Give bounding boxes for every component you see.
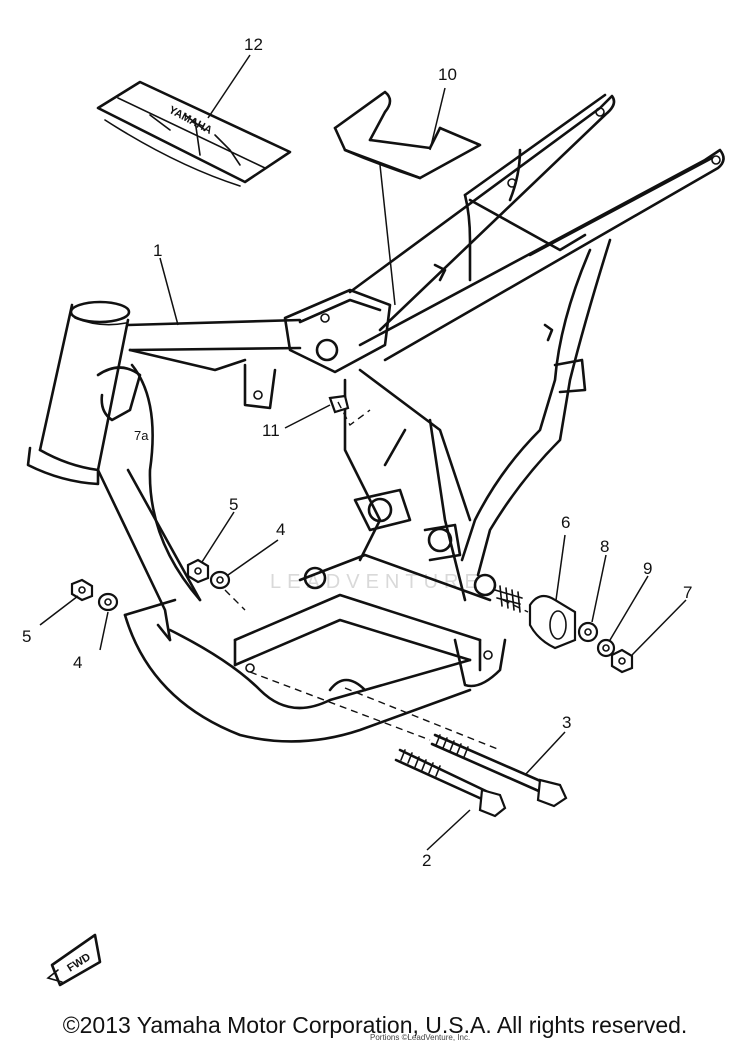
callout-5-centre: 5: [229, 495, 238, 514]
washer-8: [577, 621, 599, 643]
callout-8: 8: [600, 537, 609, 556]
watermark: LEADVENTURE: [270, 571, 484, 593]
callout-2: 2: [422, 851, 431, 870]
callout-3: 3: [562, 713, 571, 732]
callout-10: 10: [438, 65, 457, 84]
bolt-2: [394, 748, 507, 818]
copyright-notice: ©2013 Yamaha Motor Corporation, U.S.A. A…: [62, 1012, 688, 1038]
nut-7: [610, 648, 634, 674]
fine-print: Portions ©LeadVenture, Inc.: [370, 1033, 470, 1042]
main-frame: [26, 93, 725, 743]
seat-bracket: [333, 90, 482, 180]
callout-6: 6: [561, 513, 570, 532]
washer-4-centre: [209, 570, 231, 590]
fwd-arrow-icon: FWD: [46, 933, 102, 987]
leader-lines: [39, 54, 687, 851]
nut-5-front: [70, 578, 94, 602]
callout-1: 1: [153, 241, 162, 260]
frame-mark: 7a: [134, 428, 149, 443]
washer-4-front: [97, 592, 119, 612]
callout-9: 9: [643, 559, 652, 578]
washer-9: [596, 638, 616, 658]
callout-11: 11: [262, 421, 280, 440]
fwd-label: FWD: [65, 951, 93, 974]
callout-12: 12: [244, 35, 263, 54]
damper-6: [528, 594, 577, 650]
nut-5-centre: [186, 558, 210, 584]
callout-7: 7: [683, 583, 692, 602]
callout-4-front: 4: [73, 653, 82, 672]
tool-bag: YAMAHA: [96, 80, 292, 187]
callout-4-centre: 4: [276, 520, 285, 539]
bolt-3: [430, 733, 568, 808]
callout-5-front: 5: [22, 627, 31, 646]
